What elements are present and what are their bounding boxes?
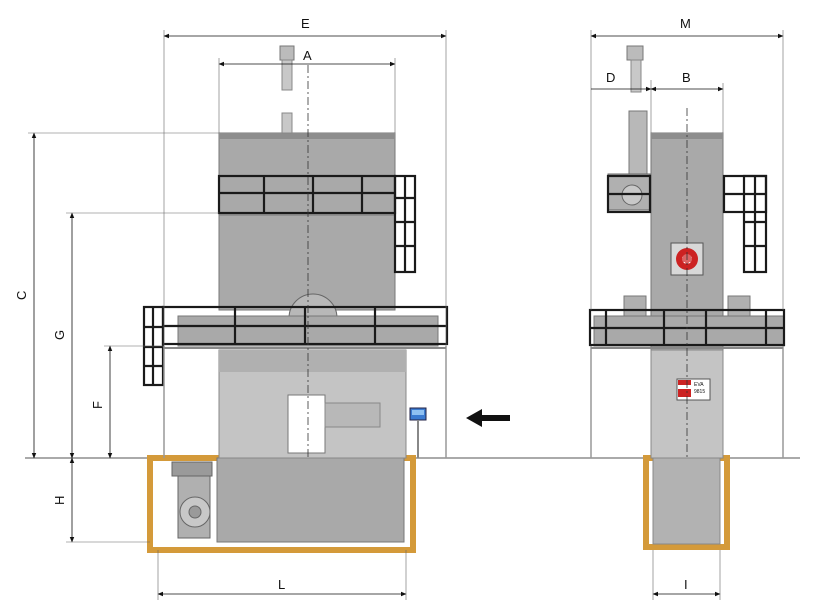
nameplate-line2: 9815 — [694, 389, 705, 395]
front-view — [142, 45, 510, 553]
dim-label-h: H — [52, 496, 67, 505]
dim-label-l: L — [278, 577, 285, 592]
dim-label-b: B — [682, 70, 691, 85]
side-upper-railing — [606, 174, 768, 274]
dim-label-a: A — [303, 48, 312, 63]
dim-label-c: C — [14, 291, 29, 300]
side-view: EVA 9815 — [588, 45, 786, 550]
side-platform-deck — [593, 315, 785, 347]
arrow-left-icon — [466, 409, 510, 427]
dim-label-m: M — [680, 16, 691, 31]
front-top-section — [218, 132, 396, 216]
control-panel — [409, 407, 427, 458]
dim-label-i: I — [684, 577, 688, 592]
dim-label-d: D — [606, 70, 615, 85]
front-door — [287, 394, 326, 454]
nameplate: EVA 9815 — [676, 378, 711, 401]
dim-label-f: F — [90, 401, 105, 409]
front-platform-legs — [163, 346, 447, 458]
dim-label-e: E — [301, 16, 310, 31]
front-pit-fan — [171, 461, 213, 539]
dim-label-g: G — [52, 330, 67, 340]
front-chimney-top — [279, 45, 295, 61]
front-upper-railing — [217, 174, 417, 274]
front-platform-railing — [142, 305, 449, 387]
dimension-lines — [28, 30, 784, 600]
nameplate-line1: EVA — [694, 382, 704, 388]
front-lower-body — [216, 457, 405, 543]
